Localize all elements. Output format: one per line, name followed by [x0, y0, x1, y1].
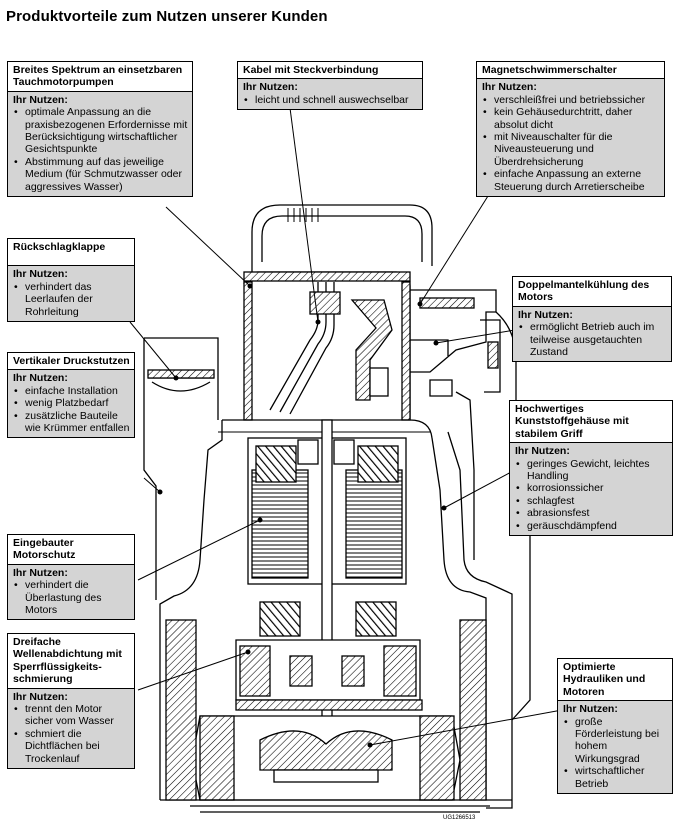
callout-body: Ihr Nutzen: verhindert das Leerlaufen de… — [7, 265, 135, 323]
callout-kabel: Kabel mit Steckverbindung Ihr Nutzen: le… — [237, 61, 423, 111]
list-item: verschleißfrei und betriebssicher — [482, 94, 660, 107]
list-item: große Förderleistung bei hohem Wirkungsg… — [563, 716, 668, 766]
nutzen-label: Ihr Nutzen: — [482, 81, 537, 94]
callout-body: Ihr Nutzen: große Förderleistung bei hoh… — [558, 700, 672, 794]
callout-heading: Eingebauter Motorschutz — [8, 535, 134, 564]
list-item: trennt den Motor sicher vom Wasser — [13, 703, 130, 728]
list-item: mit Niveauschalter für die Niveausteueru… — [482, 131, 660, 168]
list-item: geringes Gewicht, leichtes Handling — [515, 458, 668, 483]
callout-body: Ihr Nutzen: geringes Gewicht, leichtes H… — [510, 442, 672, 536]
callout-body: Ihr Nutzen: verhindert die Überlastung d… — [8, 563, 134, 620]
callout-body: Ihr Nutzen: optimale Anpassung an die pr… — [8, 90, 192, 197]
callout-heading: Doppelmantelkühlung des Motors — [513, 277, 671, 306]
callout-body: Ihr Nutzen: trennt den Motor sicher vom … — [8, 687, 134, 769]
switch-housing — [410, 289, 497, 373]
callout-heading: Rückschlagklappe — [8, 239, 134, 258]
callout-body: Ihr Nutzen: verschleißfrei und betriebss… — [477, 78, 664, 197]
nutzen-label: Ihr Nutzen: — [515, 445, 570, 458]
callout-heading: Hochwertiges Kunststoffgehäuse mit stabi… — [510, 401, 672, 443]
list-item: leicht und schnell auswechselbar — [243, 94, 418, 107]
handle-outline — [251, 204, 433, 272]
list-item: wenig Platzbedarf — [13, 397, 130, 410]
list-item: korrosionssicher — [515, 482, 668, 495]
callout-eingebauter-motorschutz: Eingebauter Motorschutz Ihr Nutzen: verh… — [7, 534, 135, 621]
list-item: Abstimmung auf das jeweilige Medium (für… — [13, 156, 188, 193]
callout-heading: Optimierte Hydrauliken und Motoren — [558, 659, 672, 701]
nutzen-label: Ihr Nutzen: — [13, 566, 68, 579]
list-item: schlagfest — [515, 495, 668, 508]
callout-breites-spektrum: Breites Spektrum an einsetzbaren Tauchmo… — [7, 61, 193, 198]
float-switch — [350, 299, 393, 401]
list-item: einfache Anpassung an externe Steuerung … — [482, 168, 660, 193]
list-item: verhindert das Leerlaufen der Rohrleitun… — [13, 281, 130, 318]
callout-magnetschwimmerschalter: Magnetschwimmerschalter Ihr Nutzen: vers… — [476, 61, 665, 198]
nutzen-label: Ihr Nutzen: — [243, 81, 298, 94]
callout-rueckschlagklappe: Rückschlagklappe Ihr Nutzen: verhindert … — [7, 238, 135, 323]
list-item: geräuschdämpfend — [515, 520, 668, 533]
list-item: wirtschaftlicher Betrieb — [563, 765, 668, 790]
list-item: schmiert die Dichtflächen bei Trockenlau… — [13, 728, 130, 765]
nutzen-label: Ihr Nutzen: — [13, 690, 68, 703]
callout-heading: Kabel mit Steckverbindung — [238, 62, 422, 79]
callout-lines — [129, 107, 563, 746]
callout-vertikaler-druckstutzen: Vertikaler Druckstutzen Ihr Nutzen: einf… — [7, 352, 135, 439]
callout-heading: Vertikaler Druckstutzen — [8, 353, 134, 370]
list-item: abrasionsfest — [515, 507, 668, 520]
callout-wellenabdichtung: Dreifache Wellenabdichtung mit Sperrflüs… — [7, 633, 135, 770]
nutzen-label: Ihr Nutzen: — [13, 93, 68, 106]
nutzen-label: Ihr Nutzen: — [518, 308, 573, 321]
callout-heading: Magnetschwimmerschalter — [477, 62, 664, 79]
callout-body: Ihr Nutzen: einfache Installation wenig … — [8, 369, 134, 438]
page-title: Produktvorteile zum Nutzen unserer Kunde… — [6, 8, 328, 25]
callout-dots — [157, 283, 447, 748]
cooling-jacket — [447, 431, 513, 809]
list-item: optimale Anpassung an die praxisbezogene… — [13, 106, 188, 156]
callout-doppelmantelkuehlung: Doppelmantelkühlung des Motors Ihr Nutze… — [512, 276, 672, 363]
discharge-pipe — [144, 337, 219, 420]
callout-heading: Breites Spektrum an einsetzbaren Tauchmo… — [8, 62, 192, 91]
callout-hydrauliken: Optimierte Hydrauliken und Motoren Ihr N… — [557, 658, 673, 795]
list-item: zusätzliche Bauteile wie Krümmer entfall… — [13, 410, 130, 435]
list-item: verhindert die Überlastung des Motors — [13, 579, 130, 616]
callout-body: Ihr Nutzen: leicht und schnell auswechse… — [238, 78, 422, 110]
nutzen-label: Ihr Nutzen: — [563, 703, 618, 716]
drawing-code: UG1266513 — [443, 815, 476, 821]
nutzen-label: Ihr Nutzen: — [13, 372, 68, 385]
callout-body: Ihr Nutzen: ermöglicht Betrieb auch im t… — [513, 305, 671, 362]
callout-heading: Dreifache Wellenabdichtung mit Sperrflüs… — [8, 634, 134, 688]
list-item: einfache Installation — [13, 385, 130, 398]
nutzen-label: Ihr Nutzen: — [13, 268, 68, 281]
list-item: kein Gehäusedurchtritt, daher absolut di… — [482, 106, 660, 131]
callout-kunststoffgehaeuse: Hochwertiges Kunststoffgehäuse mit stabi… — [509, 400, 673, 537]
outer-housing — [222, 419, 487, 800]
list-item: ermöglicht Betrieb auch im teilweise aus… — [518, 321, 667, 358]
